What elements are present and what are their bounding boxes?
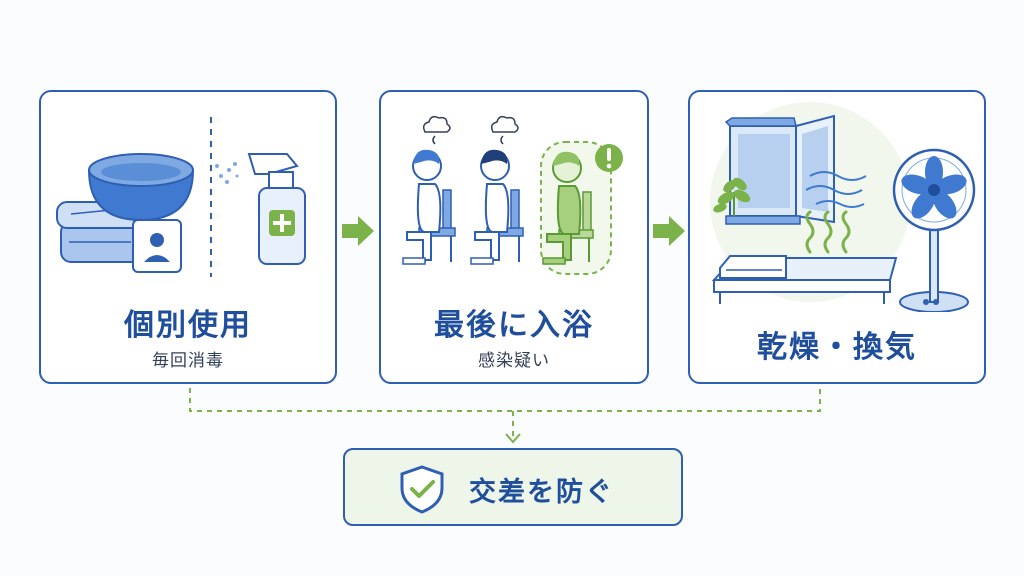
result-box: 交差を防ぐ (343, 448, 683, 526)
step-card-bathe-last: 最後に入浴 感染疑い (379, 90, 649, 384)
step1-illustration (56, 117, 306, 277)
plant-icon (713, 177, 751, 216)
result-label: 交差を防ぐ (469, 477, 614, 508)
shield-check-icon (400, 465, 444, 514)
steam-icon (422, 115, 519, 145)
arrow-right-icon (342, 216, 374, 246)
fan-icon (892, 148, 976, 312)
alert-icon (595, 144, 623, 172)
step3-title: 乾燥・換気 (757, 330, 917, 365)
step1-title: 個別使用 (124, 308, 252, 343)
step1-subtitle: 毎回消毒 (152, 351, 224, 371)
step2-title: 最後に入浴 (434, 308, 594, 343)
step-card-individual-use: 個別使用 毎回消毒 (39, 90, 337, 384)
step2-subtitle: 感染疑い (478, 351, 550, 371)
seated-person-icon (470, 149, 524, 265)
seated-person-icon (402, 149, 456, 265)
wash-basin-icon (87, 153, 195, 222)
bed-icon (711, 255, 898, 304)
step2-illustration (402, 115, 623, 275)
arrow-right-icon (653, 216, 685, 246)
name-tag-icon (132, 219, 182, 273)
seated-person-icon (542, 151, 594, 265)
step-card-dry-ventilate: 乾燥・換気 (688, 90, 986, 384)
window-icon (724, 114, 835, 225)
spray-bottle-icon (215, 153, 306, 265)
step3-illustration (710, 102, 976, 312)
